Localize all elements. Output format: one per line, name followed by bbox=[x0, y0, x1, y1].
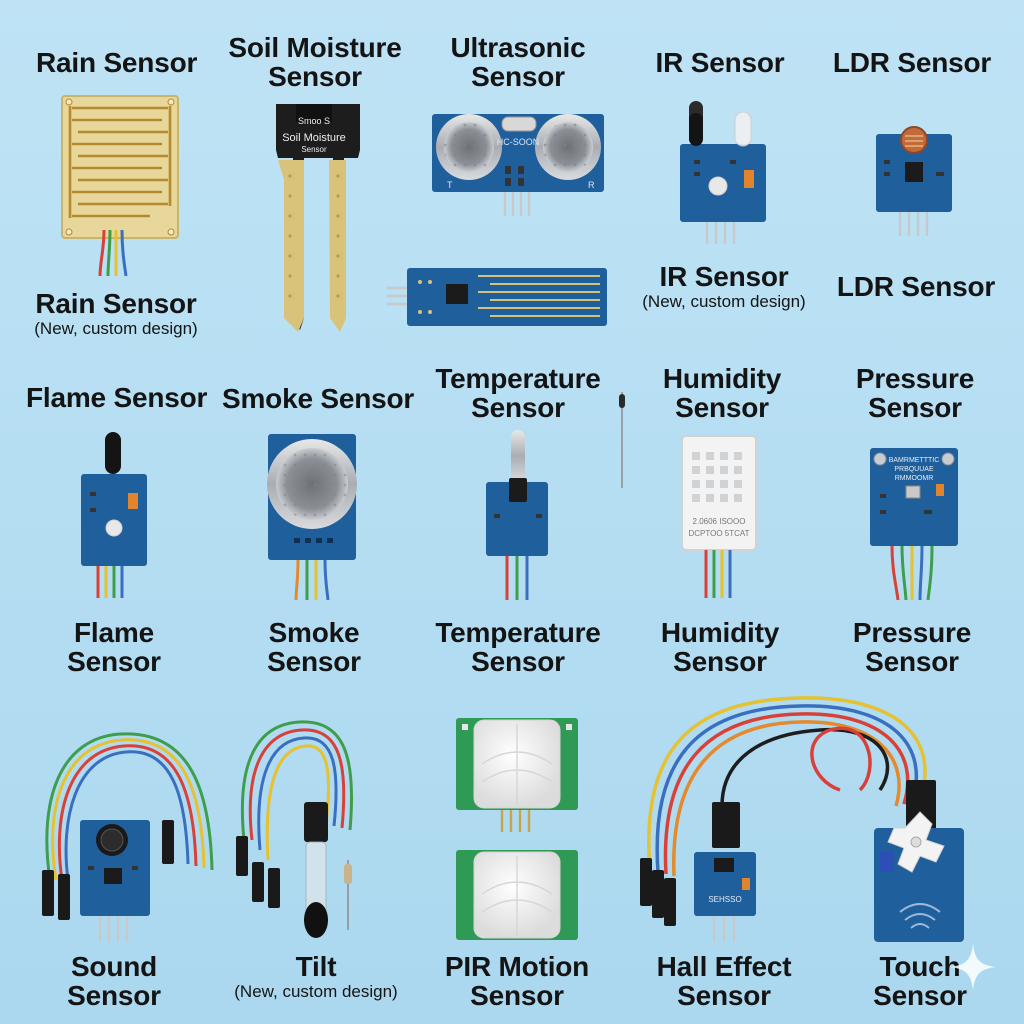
label-pir-motion-sensor: PIR Motion Sensor bbox=[444, 951, 590, 1011]
soil-probe-text-1: Smoo S bbox=[298, 116, 330, 126]
label-rain-sensor: Rain Sensor bbox=[36, 47, 198, 78]
hall-chip-text: SEHSSO bbox=[708, 895, 741, 904]
humidity-case-text-2: DCPTOO 5TCAT bbox=[688, 529, 749, 538]
label-soil-moisture-sensor: Soil Moisture Sensor bbox=[228, 32, 402, 92]
label-smoke-sensor: Smoke Sensor bbox=[222, 383, 415, 414]
ldr-sensor-board bbox=[876, 126, 952, 236]
ultrasonic-board-text: HC-SOON bbox=[497, 137, 540, 147]
label-ir-sensor-new: IR Sensor (New, custom design) bbox=[642, 261, 806, 311]
label-pressure-sensor-2: Pressure Sensor bbox=[852, 617, 972, 677]
label-ir-sensor: IR Sensor bbox=[655, 47, 785, 78]
pressure-board-text-2: PRBQUUAE bbox=[894, 466, 934, 473]
pressure-sensor-board: BAMRMETTTIC PRBQUUAE RMMOOMR bbox=[870, 448, 958, 601]
pressure-board-text-1: BAMRMETTTIC bbox=[889, 457, 940, 464]
pir-motion-sensor bbox=[456, 718, 578, 940]
hall-effect-sensor: SEHSSO bbox=[640, 696, 927, 942]
tilt-sensor bbox=[236, 720, 354, 938]
ultrasonic-r-label: R bbox=[588, 180, 595, 190]
label-ldr-sensor-2: LDR Sensor bbox=[836, 271, 996, 302]
smoke-sensor-board bbox=[267, 434, 357, 601]
rain-sensor-board bbox=[61, 95, 179, 277]
label-temperature-sensor: Temperature Sensor bbox=[435, 363, 601, 423]
label-ldr-sensor: LDR Sensor bbox=[832, 47, 992, 78]
label-humidity-sensor-2: Humidity Sensor bbox=[660, 617, 780, 677]
soil-moisture-probe: Smoo S Soil Moisture Sensor bbox=[276, 104, 360, 332]
water-level-strip bbox=[387, 268, 607, 326]
label-hall-effect-sensor: Hall Effect Sensor bbox=[656, 951, 792, 1011]
soil-probe-text-3: Sensor bbox=[301, 145, 327, 154]
humidity-sensor-board: 2.0606 ISOOO DCPTOO 5TCAT bbox=[681, 435, 757, 598]
humidity-case-text-1: 2.0606 ISOOO bbox=[693, 517, 746, 526]
label-touch-sensor: Touch Sensor bbox=[873, 951, 967, 1011]
label-smoke-sensor-2: Smoke Sensor bbox=[267, 617, 361, 677]
label-flame-sensor: Flame Sensor bbox=[26, 382, 208, 413]
pressure-board-text-3: RMMOOMR bbox=[895, 475, 934, 482]
label-temperature-sensor-2: Temperature Sensor bbox=[435, 617, 601, 677]
ultrasonic-t-label: T bbox=[447, 180, 453, 190]
label-flame-sensor-2: Flame Sensor bbox=[67, 617, 161, 677]
soil-probe-text-2: Soil Moisture bbox=[282, 132, 346, 144]
ir-sensor-board bbox=[680, 101, 766, 244]
label-pressure-sensor: Pressure Sensor bbox=[855, 363, 975, 423]
ultrasonic-sensor-board: HC-SOON T R bbox=[432, 114, 604, 216]
temperature-sensor-board bbox=[486, 392, 625, 600]
touch-sensor-board bbox=[874, 780, 964, 942]
sparkle-icon bbox=[950, 944, 996, 990]
sound-sensor-board bbox=[42, 732, 214, 942]
label-ultrasonic-sensor: Ultrasonic Sensor bbox=[450, 32, 586, 92]
label-humidity-sensor: Humidity Sensor bbox=[662, 363, 782, 423]
label-sound-sensor: Sound Sensor bbox=[67, 951, 161, 1011]
label-tilt-sensor: Tilt (New, custom design) bbox=[234, 951, 398, 1001]
label-rain-sensor-new: Rain Sensor (New, custom design) bbox=[34, 288, 198, 338]
flame-sensor-board bbox=[81, 432, 147, 598]
